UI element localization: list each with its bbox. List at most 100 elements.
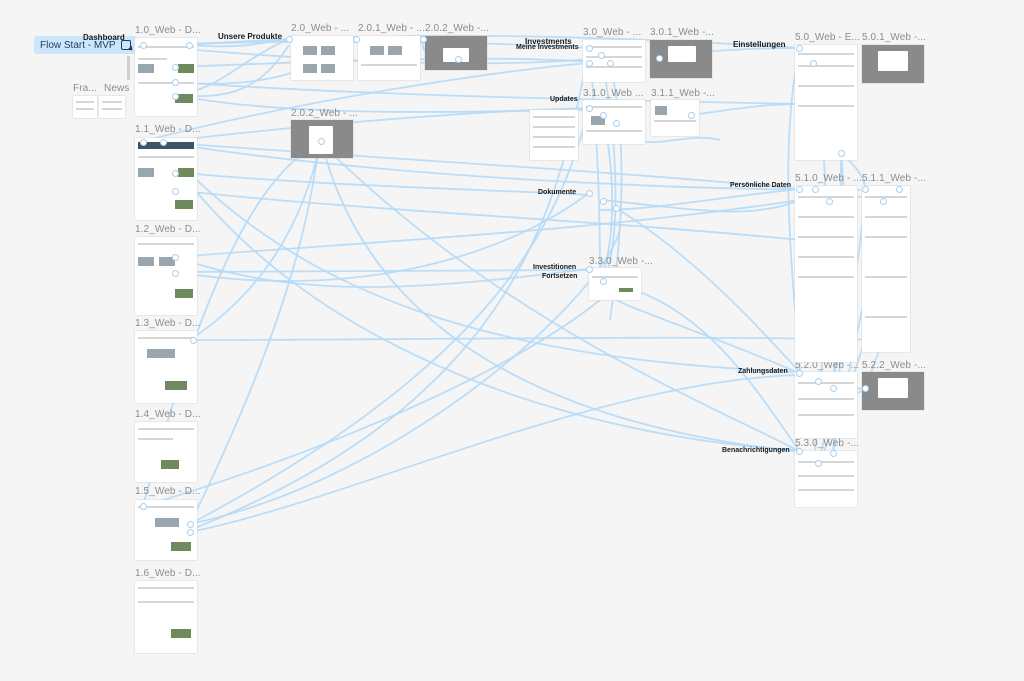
hotspot-node[interactable] (600, 278, 607, 285)
hotspot-node[interactable] (815, 378, 822, 385)
connection-line[interactable] (599, 188, 800, 211)
connection-line[interactable] (159, 141, 801, 190)
frame-title-1-6[interactable]: 1.6_Web - D... (135, 568, 201, 579)
connection-line[interactable] (174, 189, 801, 241)
frame-title-5-1-1[interactable]: 5.1.1_Web -... (862, 173, 927, 184)
frame-title-5-2-0[interactable]: 5.2.0_Web -... (795, 360, 860, 371)
hotspot-node[interactable] (862, 186, 869, 193)
hotspot-node[interactable] (613, 205, 620, 212)
hotspot-node[interactable] (830, 450, 837, 457)
hotspot-node[interactable] (810, 60, 817, 67)
hotspot-node[interactable] (796, 448, 803, 455)
connection-line[interactable] (159, 141, 801, 451)
hotspot-node[interactable] (187, 529, 194, 536)
frame-title-3-3-0[interactable]: 3.3.0_Web -... (589, 256, 654, 267)
hotspot-node[interactable] (186, 42, 193, 49)
frame-title-1-2[interactable]: 1.2_Web - D... (135, 224, 201, 235)
connection-line[interactable] (602, 199, 801, 213)
hotspot-node[interactable] (838, 150, 845, 157)
frame-3-3-0-fortsetzen[interactable] (589, 268, 641, 300)
hotspot-node[interactable] (880, 198, 887, 205)
hotspot-node[interactable] (172, 254, 179, 261)
frame-title-1-5[interactable]: 1.5_Web - D... (135, 486, 201, 497)
hotspot-node[interactable] (796, 186, 803, 193)
hotspot-node[interactable] (140, 503, 147, 510)
hotspot-node[interactable] (455, 56, 462, 63)
frame-title-1-1[interactable]: 1.1_Web - D... (135, 124, 201, 135)
connection-line[interactable] (189, 139, 322, 341)
frame-3-0-1-modal[interactable] (650, 40, 712, 78)
connection-line[interactable] (174, 192, 590, 282)
hotspot-node[interactable] (815, 460, 822, 467)
connection-line[interactable] (189, 107, 590, 525)
hotspot-node[interactable] (796, 45, 803, 52)
hotspot-node[interactable] (826, 198, 833, 205)
connection-line[interactable] (174, 256, 590, 288)
hotspot-node[interactable] (600, 112, 607, 119)
frame-fra[interactable] (73, 96, 97, 118)
frame-title-2-0-2[interactable]: 2.0.2_Web -... (425, 23, 490, 34)
frame-title-news[interactable]: News (104, 83, 130, 94)
hotspot-node[interactable] (607, 60, 614, 67)
hotspot-node[interactable] (586, 266, 593, 273)
hotspot-node[interactable] (613, 120, 620, 127)
flow-start-button[interactable]: Flow Start - MVP (34, 36, 137, 54)
frame-2-0-1-produkte[interactable] (358, 36, 420, 80)
frame-2-0-2-modal[interactable] (425, 36, 487, 70)
frame-title-3-0-1[interactable]: 3.0.1_Web -... (650, 27, 715, 38)
hotspot-node[interactable] (353, 36, 360, 43)
frame-title-2-0-2-b[interactable]: 2.0.2_Web - ... (291, 108, 358, 119)
connection-line[interactable] (189, 374, 801, 533)
frame-title-1-4[interactable]: 1.4_Web - D... (135, 409, 201, 420)
hotspot-node[interactable] (190, 337, 197, 344)
frame-1-4-dashboard[interactable] (135, 422, 197, 482)
frame-2-0-produkte[interactable] (291, 36, 353, 80)
hotspot-node[interactable] (586, 45, 593, 52)
frame-title-5-3-0[interactable]: 5.3.0_Web -... (795, 438, 860, 449)
hotspot-node[interactable] (172, 79, 179, 86)
hotspot-node[interactable] (172, 188, 179, 195)
frame-title-3-1-1[interactable]: 3.1.1_Web -... (651, 88, 716, 99)
connection-line[interactable] (615, 207, 801, 373)
hotspot-node[interactable] (796, 370, 803, 377)
frame-5-1-1-persoenliche-daten[interactable] (862, 186, 910, 352)
hotspot-node[interactable] (586, 190, 593, 197)
frame-news[interactable] (99, 96, 125, 118)
frame-title-5-0-1[interactable]: 5.0.1_Web -... (862, 32, 927, 43)
frame-1-2-dashboard[interactable] (135, 237, 197, 315)
connection-line[interactable] (189, 141, 321, 525)
frame-1-3-dashboard[interactable] (135, 331, 197, 403)
frame-title-5-0[interactable]: 5.0_Web - E... (795, 32, 861, 43)
hotspot-node[interactable] (586, 105, 593, 112)
frame-5-2-2-modal[interactable] (862, 372, 924, 410)
frame-title-5-2-2[interactable]: 5.2.2_Web -... (862, 360, 927, 371)
frame-title-2-0[interactable]: 2.0_Web - ... (291, 23, 350, 34)
frame-title-3-0[interactable]: 3.0_Web - ... (583, 27, 642, 38)
connection-line[interactable] (192, 336, 881, 341)
connection-line[interactable] (690, 103, 801, 116)
hotspot-node[interactable] (286, 36, 293, 43)
connection-line[interactable] (588, 47, 601, 281)
hotspot-node[interactable] (172, 93, 179, 100)
frame-5-1-0-persoenliche-daten[interactable] (795, 186, 857, 362)
frame-5-0-1-modal[interactable] (862, 45, 924, 83)
hotspot-node[interactable] (420, 36, 427, 43)
frame-title-2-0-1[interactable]: 2.0.1_Web - ... (358, 23, 425, 34)
frame-3-updates-list[interactable] (530, 110, 578, 160)
frame-title-1-3[interactable]: 1.3_Web - D... (135, 318, 201, 329)
hotspot-node[interactable] (688, 112, 695, 119)
frame-title-5-1-0[interactable]: 5.1.0_Web - ... (795, 173, 862, 184)
hotspot-node[interactable] (862, 385, 869, 392)
hotspot-node[interactable] (140, 42, 147, 49)
connection-line[interactable] (602, 289, 800, 374)
connection-line[interactable] (174, 269, 591, 273)
hotspot-node[interactable] (172, 270, 179, 277)
connection-line[interactable] (320, 139, 801, 453)
hotspot-node[interactable] (600, 198, 607, 205)
hotspot-node[interactable] (896, 186, 903, 193)
connection-line[interactable] (174, 171, 591, 196)
connection-line[interactable] (174, 199, 801, 258)
frame-5-3-0-benachrichtigungen[interactable] (795, 451, 857, 507)
frame-title-3-1-0[interactable]: 3.1.0_Web ... (583, 88, 644, 99)
hotspot-node[interactable] (187, 521, 194, 528)
